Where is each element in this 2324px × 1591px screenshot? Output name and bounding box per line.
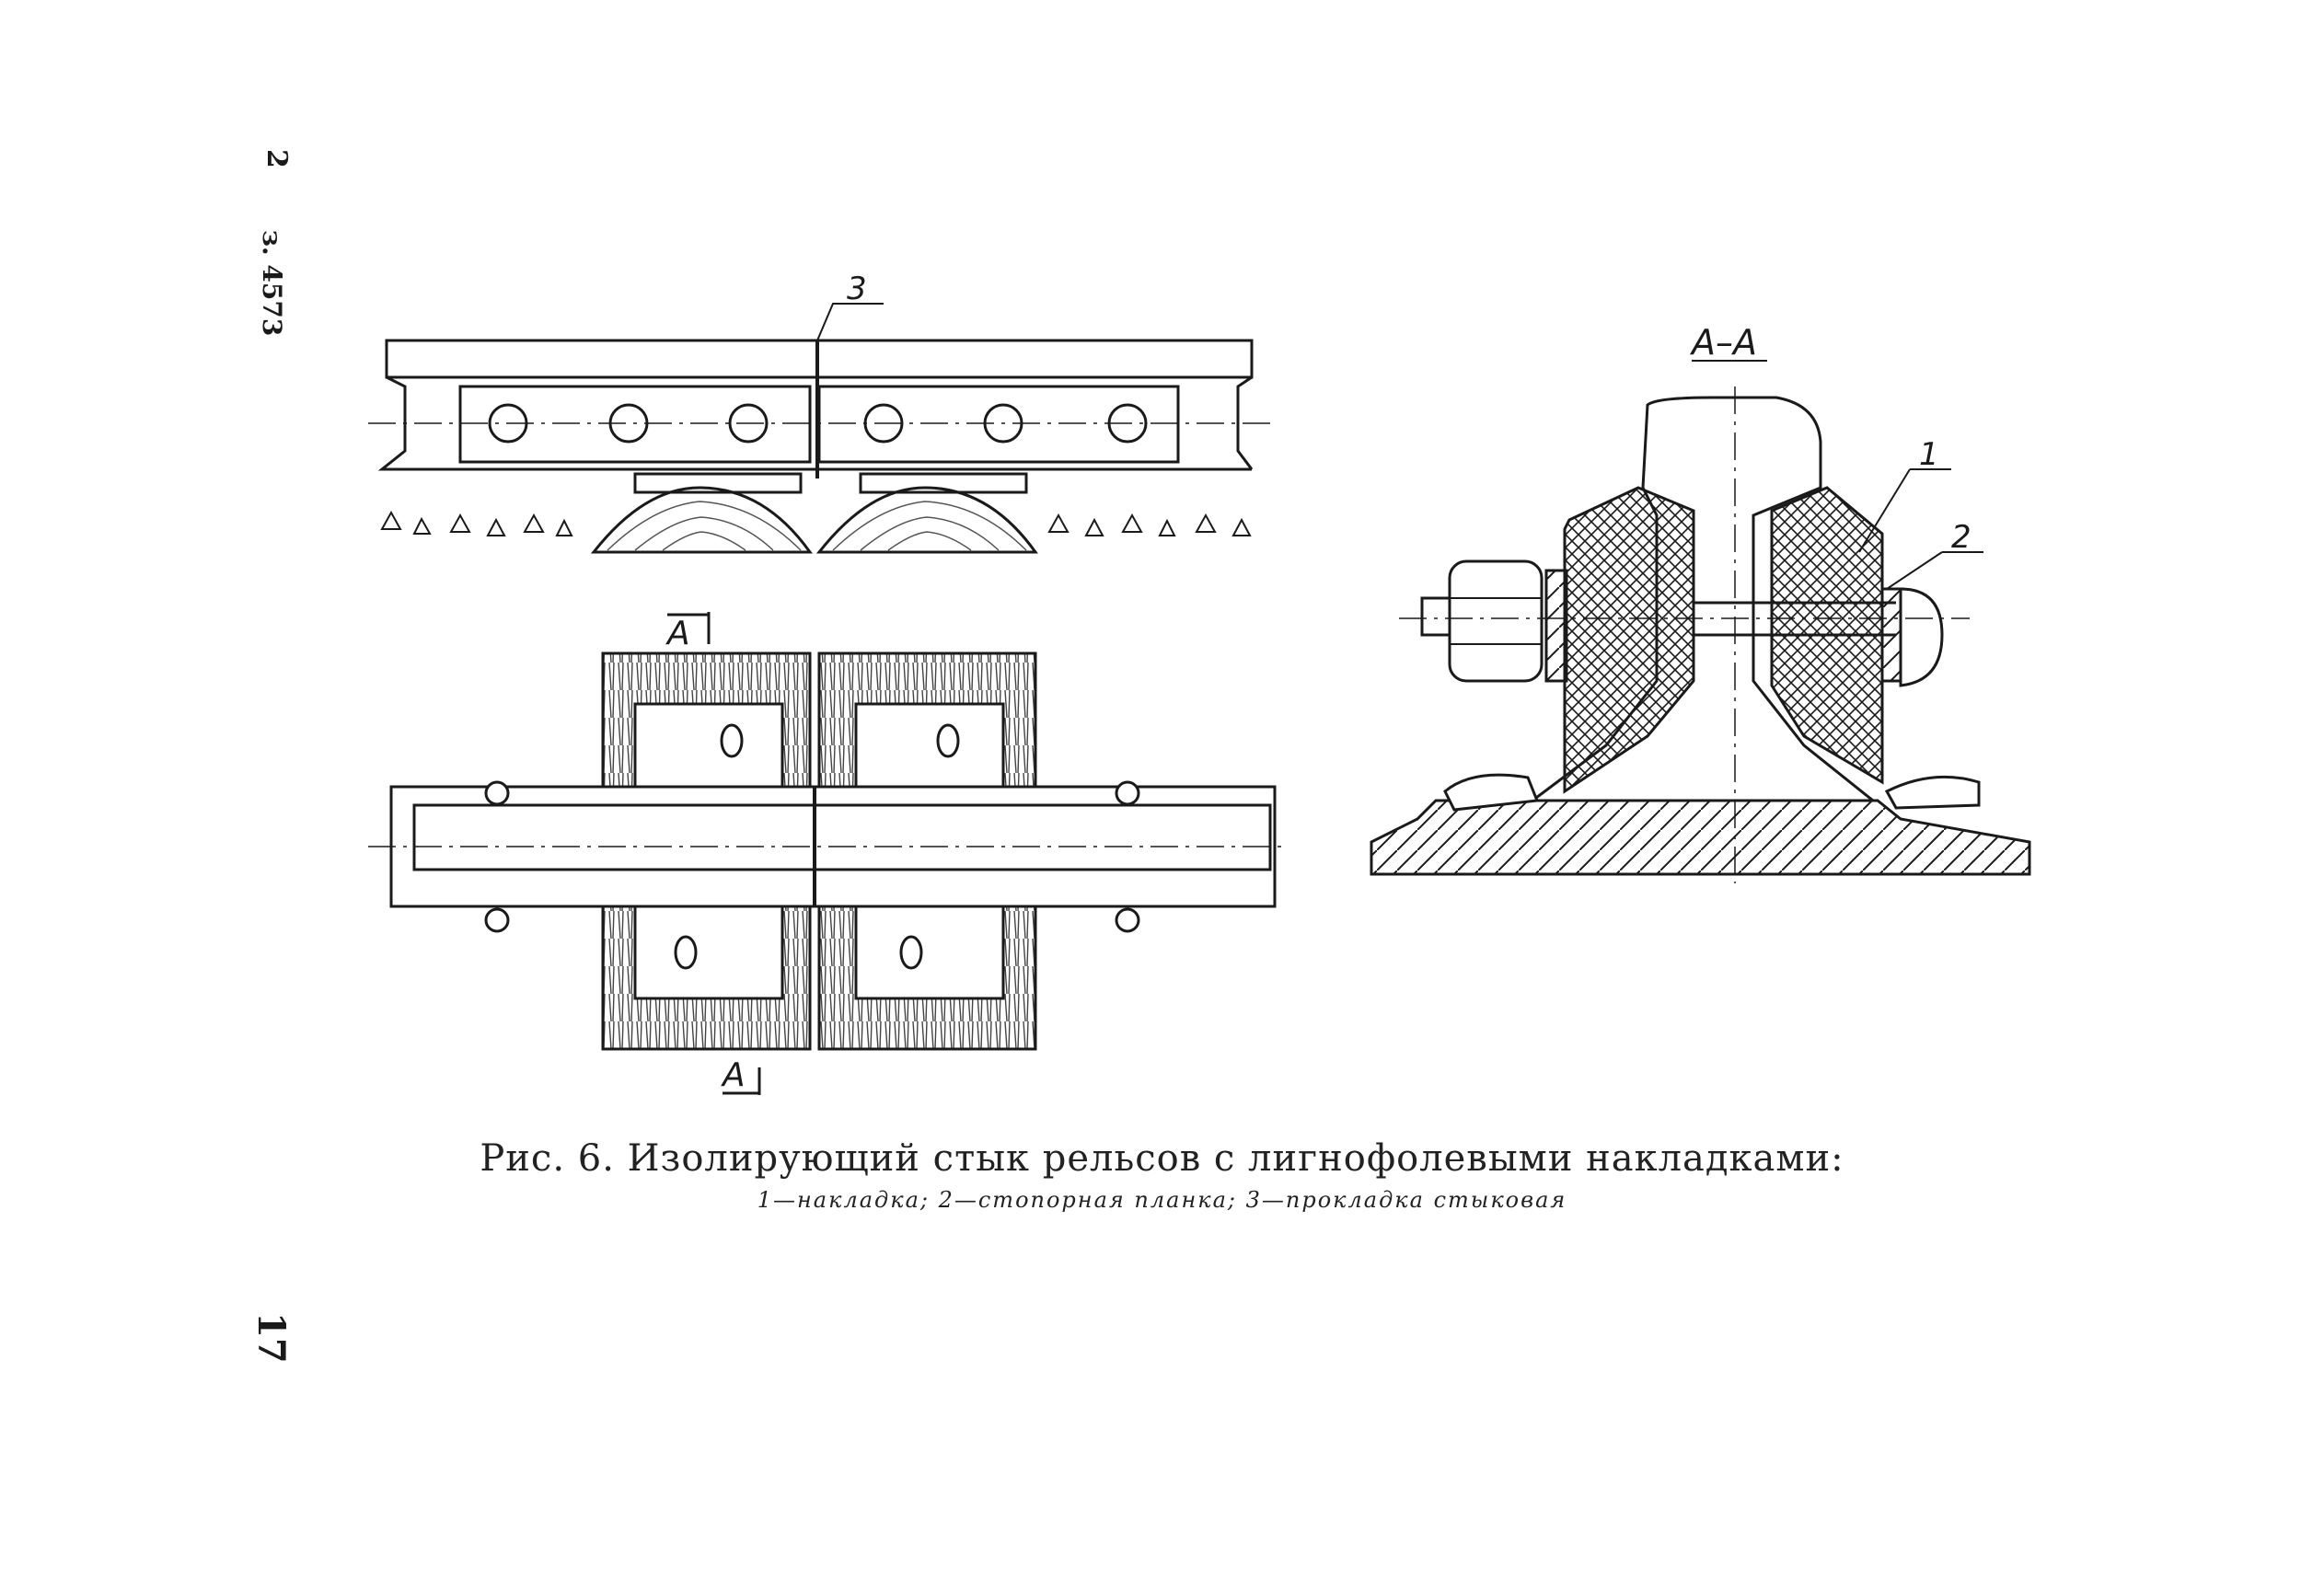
plan-view — [368, 612, 1289, 1095]
joint-bar-left — [458, 385, 812, 464]
callout-1-label: 1 — [1919, 436, 1939, 473]
side-view — [368, 303, 1270, 554]
bolt-nut — [1448, 559, 1544, 683]
cross-section — [1370, 386, 2031, 883]
tie-plate-plan — [854, 702, 1005, 798]
bolt-hole — [728, 403, 769, 444]
section-marker-bottom: А — [721, 1056, 746, 1094]
section-title: А–А — [1689, 322, 1757, 363]
section-marker-top: А — [665, 615, 690, 652]
base-plate — [1370, 799, 2031, 876]
figure-legend: 1—накладка; 2—стопорная планка; 3—прокла… — [757, 1187, 1567, 1213]
bolt-head — [1899, 587, 1944, 687]
sleeper-right — [815, 486, 1038, 554]
stop-plate-left — [1544, 569, 1568, 683]
tie-plate — [859, 472, 1028, 494]
tie-plate-plan — [633, 702, 784, 798]
figure-caption: Рис. 6. Изолирующий стык рельсов с лигно… — [480, 1137, 1844, 1180]
tie-plate-plan — [854, 905, 1005, 1000]
rail-profile — [1528, 396, 1878, 802]
tie-plate-plan — [633, 905, 784, 1000]
callout-2-label: 2 — [1951, 519, 1971, 556]
callout-3-label: 3 — [847, 271, 867, 307]
joint-bar-right — [817, 385, 1180, 464]
tie-plate — [633, 472, 803, 494]
sleeper-left — [590, 486, 813, 554]
rail-head-plan — [412, 803, 1272, 871]
